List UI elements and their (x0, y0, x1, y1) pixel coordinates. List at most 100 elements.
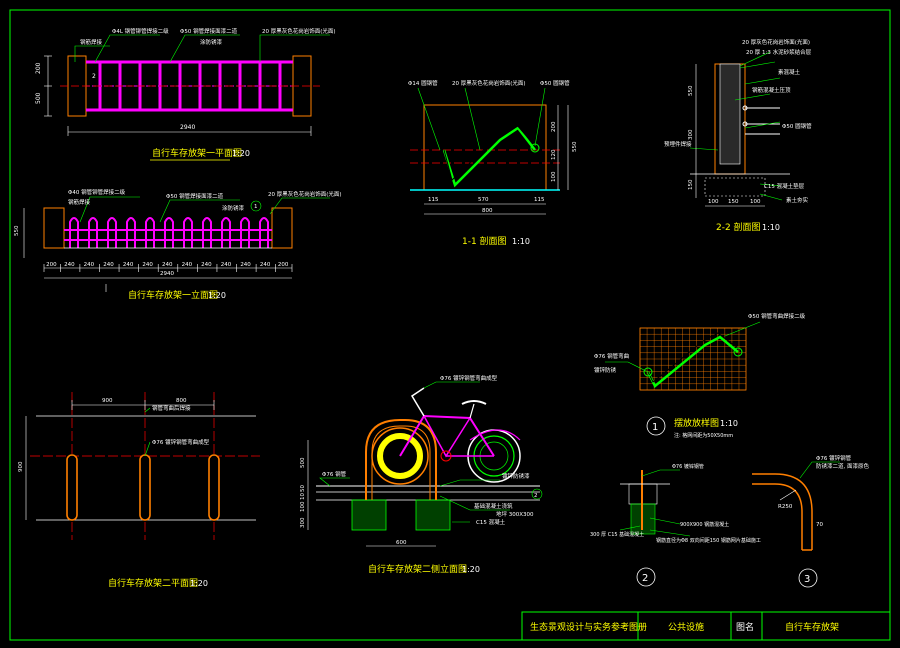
elev1-note2: Φ50 钢管焊接面漆二道 (166, 192, 224, 200)
side2-dim-l3: 10 (300, 493, 306, 500)
section2-note4: 钢筋混凝土压顶 (752, 86, 791, 94)
elev1-dim-label: 240 (162, 262, 173, 268)
plan1-note3: 20 厚黑灰色花岗岩饰面(光面) (262, 27, 336, 35)
detail1-note1: Φ50 钢管弯曲焊接二级 (748, 312, 806, 320)
section1-dim-r3: 100 (551, 171, 557, 182)
plan1-tag: 2 (92, 73, 96, 80)
section1-note3: Φ50 圆钢管 (540, 79, 570, 87)
elev1-dim-label: 240 (142, 262, 153, 268)
section2-note6: 预埋件焊接 (664, 140, 692, 148)
side2-tag: 2 (534, 493, 538, 499)
side2-dim-l5: 300 (300, 517, 306, 528)
side2-note2: Φ76 钢管 (322, 470, 347, 478)
side2-view: Φ76 镀锌钢管弯曲成型 Φ76 钢管 镀锌防锈漆 基础混凝土浇筑 地坪 300… (300, 374, 543, 575)
section1-note2: 20 厚黑灰色花岗岩饰面(光面) (452, 79, 526, 87)
section2-dim-b2: 150 (728, 199, 739, 205)
detail2-tag: 2 (642, 573, 648, 584)
section2-note8: 素土夯实 (786, 196, 809, 204)
title-block-project: 生态景观设计与实务参考图册 (530, 621, 647, 633)
plan2-dim-top2: 800 (176, 398, 187, 404)
elev1-post (221, 217, 231, 248)
elev1-dim-label: 240 (103, 262, 114, 268)
title-block-category: 公共设施 (668, 621, 704, 633)
bicycle-drawing (371, 387, 521, 485)
detail2-note3: 900X900 钢筋混凝土 (680, 521, 729, 528)
detail1-note2: Φ76 钢管弯曲 (594, 352, 629, 360)
elev1-dim-label: 200 (46, 262, 57, 268)
elev1-note1: Φ40 钢管铆管焊接二级 (68, 188, 126, 196)
section1-dim-r2: 120 (551, 149, 557, 160)
section1-dim-b2: 570 (478, 197, 489, 203)
elev1-note3: 20 厚黑灰色花岗岩饰面(光面) (268, 190, 342, 198)
elev1-post (145, 217, 155, 248)
side2-dim-l2: 50 (300, 485, 306, 492)
elev1-dim-label: 240 (123, 262, 134, 268)
side2-dim-b: 600 (396, 540, 407, 546)
elev1-dim-v: 550 (14, 225, 20, 236)
section2-title: 2-2 剖面图 (716, 221, 761, 233)
section2-note5: Φ50 圆钢管 (782, 122, 812, 130)
section2-note1: 20 厚灰色花岗岩饰面(光面) (742, 38, 810, 46)
detail2-note2: 300 厚 C15 基础混凝土 (590, 531, 644, 538)
elev1-post (126, 217, 136, 248)
detail1-tag: 1 (652, 422, 658, 433)
detail1-title: 摆放放样图 (674, 417, 719, 429)
side2-title: 自行车存放架二侧立面图 (368, 563, 467, 575)
section1-dim-b1: 115 (428, 197, 439, 203)
section2-scale: 1:10 (762, 223, 780, 232)
title-block-label: 图名 (736, 621, 754, 633)
side2-note1: Φ76 镀锌钢管弯曲成型 (440, 374, 498, 382)
section1-dim-r-total: 550 (572, 141, 578, 152)
title-block: 生态景观设计与实务参考图册 公共设施 图名 自行车存放架 (530, 621, 839, 633)
elev1-dim-label: 200 (278, 262, 289, 268)
side2-note5: 地坪 300X300 (496, 510, 534, 518)
plan1-note4: 钢筋焊接 (80, 38, 103, 46)
elev1-dim-total: 2940 (160, 271, 174, 277)
plan2-dim-v: 900 (18, 461, 24, 472)
elev1-post (259, 217, 269, 248)
elev1-dim-label: 240 (260, 262, 271, 268)
elev1-dim-label: 240 (182, 262, 193, 268)
section1-dim-b3: 115 (534, 197, 545, 203)
side2-scale: 1:20 (462, 565, 480, 574)
plan1-dim-total: 2940 (180, 124, 195, 131)
side2-dim-l1: 500 (300, 457, 306, 468)
section1-dim-r1: 200 (551, 121, 557, 132)
plan1-note1: Φ4L 钢管铆管焊接二级 (112, 27, 169, 35)
elev1-post (107, 217, 117, 248)
section1-view: Φ14 圆钢管 20 厚黑灰色花岗岩饰面(光面) Φ50 圆钢管 115 570… (408, 79, 578, 247)
elev1-post (183, 217, 193, 248)
section2-dim-l1: 550 (688, 85, 694, 96)
elev1-tag: 1 (254, 204, 258, 210)
elev1-title: 自行车存放架一立面图 (128, 289, 218, 301)
detail3-tag: 3 (804, 574, 810, 585)
detail3-note2: 防锈漆二道, 面漆原色 (816, 462, 869, 470)
plan1-dim-h1: 200 (35, 62, 42, 74)
detail3-dim2: 70 (816, 522, 823, 528)
plan1-note2: Φ50 钢管焊接面漆二道 (180, 27, 238, 35)
section2-dim-l2: 300 (688, 129, 694, 140)
plan1-scale: 1:20 (232, 149, 250, 158)
elev1-dim-label: 240 (64, 262, 75, 268)
detail2-view: Φ76 镀锌钢管 300 厚 C15 基础混凝土 900X900 钢筋混凝土 钢… (590, 463, 761, 587)
section2-view: 20 厚灰色花岗岩饰面(光面) 20 厚 1:3 水泥砂浆结合层 素混凝土 钢筋… (664, 38, 812, 233)
detail1-view: Φ50 钢管弯曲焊接二级 Φ76 钢管弯曲 镀锌防锈 1 摆放放样图 1:10 … (594, 312, 806, 439)
section1-title: 1-1 剖面图 (462, 235, 507, 247)
section2-dim-b3: 100 (750, 199, 761, 205)
side2-note3: 镀锌防锈漆 (502, 472, 530, 480)
detail3-dim: R250 (778, 504, 793, 510)
detail3-view: Φ76 镀锌钢管 防锈漆二道, 面漆原色 R250 70 3 (752, 454, 869, 588)
elev1-post (88, 217, 98, 248)
elev1-post (69, 217, 79, 248)
side2-note6: C15 混凝土 (476, 518, 506, 526)
elev1-note5: 涂防锈漆 (222, 204, 245, 212)
detail2-note4: 钢筋直径为Φ8 双向间距150 钢筋网片基础施工 (656, 537, 761, 544)
plan2-note2: Φ76 镀锌钢管弯曲成型 (152, 438, 210, 446)
plan1-view: 2940 200 500 2 Φ4L 钢管铆管焊接二级 Φ50 钢管焊接面漆二道… (35, 27, 336, 161)
elev1-note4: 钢筋焊接 (68, 198, 91, 206)
detail1-note3: 镀锌防锈 (594, 366, 617, 374)
section1-dim-total: 800 (482, 208, 493, 214)
section2-dim-l3: 150 (688, 179, 694, 190)
